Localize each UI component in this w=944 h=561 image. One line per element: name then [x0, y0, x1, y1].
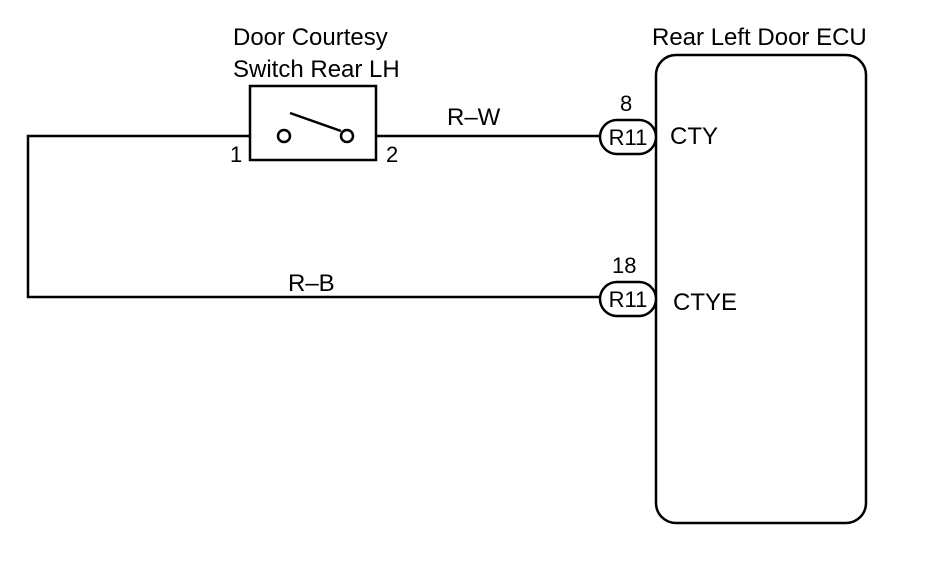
connector-r11-cty [598, 118, 658, 156]
wire-r-b [26, 134, 602, 299]
connector-r11-cty-label: R11 [609, 125, 648, 150]
ecu-title: Rear Left Door ECU [652, 24, 867, 51]
switch-pin-1: 1 [230, 142, 242, 167]
connector-r11-ctye [598, 280, 658, 318]
switch-pin-2: 2 [386, 142, 398, 167]
switch-body [248, 84, 378, 162]
ecu-body [654, 53, 868, 525]
switch-title-line2: Switch Rear LH [233, 56, 400, 83]
switch-contact-left [276, 128, 292, 144]
wire-r-b-label: R–B [288, 270, 335, 297]
connector-r11-ctye-label: R11 [609, 287, 648, 312]
switch-contact-right [339, 128, 355, 144]
switch-blade [289, 111, 342, 133]
ecu-terminal-ctye: CTYE [673, 289, 737, 316]
switch-title-line1: Door Courtesy [233, 24, 388, 51]
ecu-terminal-cty: CTY [670, 123, 718, 150]
ecu-pin-8: 8 [620, 91, 632, 116]
ecu-pin-18: 18 [612, 253, 636, 278]
wire-r-w-label: R–W [447, 104, 501, 131]
